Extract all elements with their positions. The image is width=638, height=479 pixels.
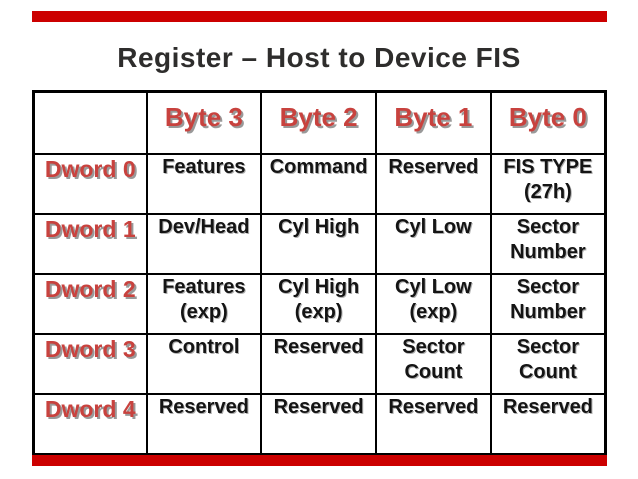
- fis-register-table: Byte 3 Byte 2 Byte 1 Byte 0 Dword 0 Feat…: [32, 90, 607, 456]
- column-header-byte1: Byte 1: [375, 90, 492, 155]
- table-header-row: Byte 3 Byte 2 Byte 1 Byte 0: [32, 90, 607, 155]
- column-header-byte2: Byte 2: [260, 90, 377, 155]
- table-cell: Reserved: [375, 393, 492, 456]
- table-cell: Cyl Low: [375, 213, 492, 275]
- bottom-accent-bar: [32, 455, 607, 466]
- column-header-byte0: Byte 0: [489, 90, 607, 155]
- table-cell: Cyl High (exp): [260, 273, 377, 335]
- table-row-dword0: Dword 0 Features Command Reserved FIS TY…: [32, 153, 607, 215]
- table-cell: Cyl High: [260, 213, 377, 275]
- row-label-dword2: Dword 2: [32, 273, 148, 335]
- table-cell: Dev/Head: [145, 213, 263, 275]
- table-cell: FIS TYPE (27h): [489, 153, 607, 215]
- table-cell: Reserved: [489, 393, 607, 456]
- table-cell: Reserved: [145, 393, 263, 456]
- corner-cell: [32, 90, 148, 155]
- table-row-dword4: Dword 4 Reserved Reserved Reserved Reser…: [32, 393, 607, 456]
- table-cell: Sector Count: [489, 333, 607, 395]
- column-header-byte3: Byte 3: [145, 90, 263, 155]
- table-cell: Sector Count: [375, 333, 492, 395]
- table-row-dword1: Dword 1 Dev/Head Cyl High Cyl Low Sector…: [32, 213, 607, 275]
- top-accent-bar: [32, 11, 607, 22]
- table-cell: Sector Number: [489, 213, 607, 275]
- table-row-dword3: Dword 3 Control Reserved Sector Count Se…: [32, 333, 607, 395]
- table-cell: Control: [145, 333, 263, 395]
- row-label-dword3: Dword 3: [32, 333, 148, 395]
- slide-title: Register – Host to Device FIS: [117, 42, 521, 73]
- table-cell: Command: [260, 153, 377, 215]
- table-cell: Sector Number: [489, 273, 607, 335]
- row-label-dword0: Dword 0: [32, 153, 148, 215]
- table-cell: Reserved: [375, 153, 492, 215]
- table-cell: Features: [145, 153, 263, 215]
- row-label-dword4: Dword 4: [32, 393, 148, 456]
- table-row-dword2: Dword 2 Features (exp) Cyl High (exp) Cy…: [32, 273, 607, 335]
- table-cell: Reserved: [260, 333, 377, 395]
- table-cell: Features (exp): [145, 273, 263, 335]
- row-label-dword1: Dword 1: [32, 213, 148, 275]
- table-cell: Cyl Low (exp): [375, 273, 492, 335]
- table-cell: Reserved: [260, 393, 377, 456]
